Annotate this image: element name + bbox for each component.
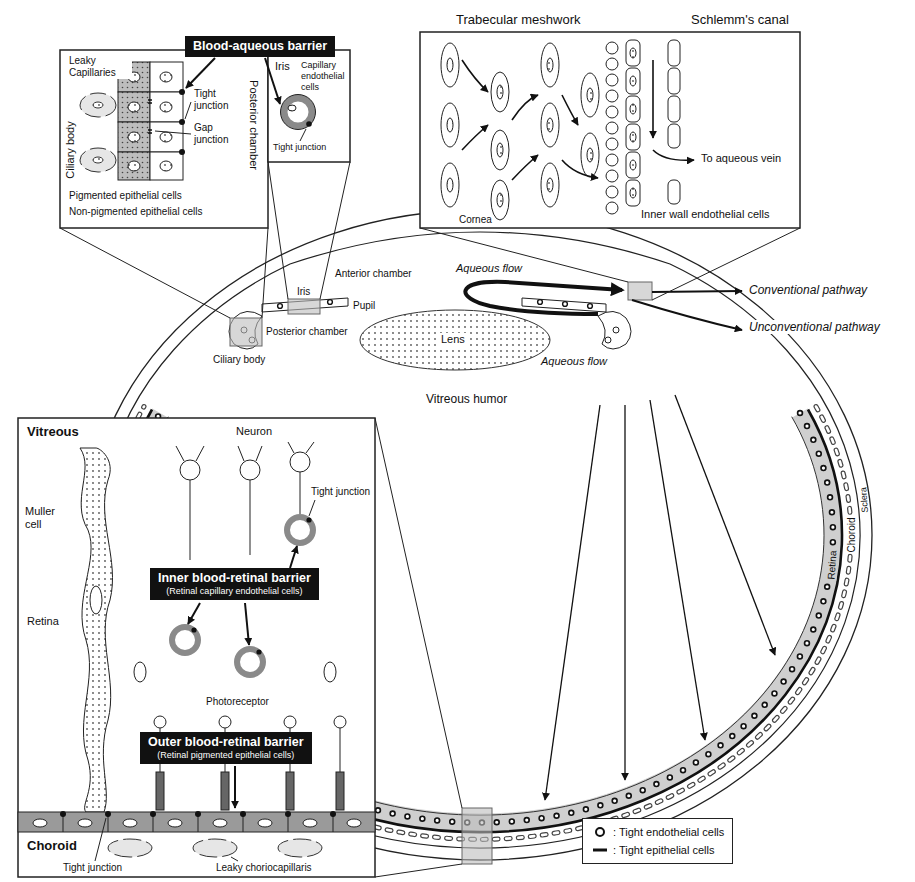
part-label: Iris <box>296 286 311 298</box>
part-label: Anterior chamber <box>334 268 413 280</box>
part-label: Neuron <box>235 425 273 438</box>
part-label: Capillary endothelial cells <box>300 60 349 93</box>
part-label: Inner wall endothelial cells <box>640 208 770 221</box>
legend-row: : Tight endothelial cells <box>591 823 724 841</box>
part-label: Schlemm's canal <box>690 12 790 27</box>
legend-box: : Tight endothelial cells : Tight epithel… <box>582 818 733 864</box>
part-label: Ciliary body <box>64 120 76 179</box>
part-label: Choroid <box>846 516 857 553</box>
part-label: Sclera <box>858 486 870 514</box>
banner-subtitle: (Retinal pigmented epithelial cells) <box>148 750 304 761</box>
part-label: Leaky choriocapillaris <box>215 862 313 874</box>
part-label: Muller cell <box>24 505 70 531</box>
part-label: Aqueous flow <box>455 262 523 275</box>
barrier-banner: Outer blood-retinal barrier(Retinal pigm… <box>140 732 312 764</box>
banner-title: Outer blood-retinal barrier <box>148 735 304 750</box>
legend-text: : Tight endothelial cells <box>613 826 724 838</box>
part-label: Tight junction <box>62 862 123 874</box>
part-label: Vitreous humor <box>425 392 508 406</box>
part-label: Ciliary body <box>212 354 266 366</box>
banner-subtitle: (Retinal capillary endothelial cells) <box>158 586 311 597</box>
barrier-banner: Blood-aqueous barrier <box>185 36 335 57</box>
part-label: Tight junction <box>310 486 374 498</box>
part-label: Posterior chamber <box>265 326 349 338</box>
part-label: To aqueous vein <box>700 152 782 165</box>
part-label: Vitreous <box>26 424 80 439</box>
part-label: Trabecular meshwork <box>455 12 582 27</box>
part-label: Unconventional pathway <box>748 320 881 334</box>
part-label: Leaky Capillaries <box>68 55 132 79</box>
banner-title: Inner blood-retinal barrier <box>158 571 311 586</box>
part-label: Non-pigmented epithelial cells <box>68 206 203 218</box>
part-label: Tight junction <box>193 88 243 112</box>
part-label: Pupil <box>352 300 376 312</box>
part-label: Tight junction <box>272 142 327 153</box>
barrier-banner: Inner blood-retinal barrier(Retinal capi… <box>150 568 319 600</box>
part-label: Choroid <box>26 838 78 853</box>
part-label: Pigmented epithelial cells <box>68 190 183 202</box>
part-label: Photoreceptor <box>205 696 270 708</box>
part-label: Posterior chamber <box>248 79 260 171</box>
legend-sample <box>591 843 609 857</box>
banner-title: Blood-aqueous barrier <box>193 39 327 54</box>
part-label: Iris <box>274 60 291 73</box>
legend-sample <box>591 825 609 839</box>
part-label: Conventional pathway <box>748 283 868 297</box>
part-label: Cornea <box>458 214 493 226</box>
legend-text: : Tight epithelial cells <box>613 844 715 856</box>
part-label: Retina <box>26 615 60 628</box>
part-label: Gap junction <box>193 122 243 146</box>
part-label: Retina <box>825 549 838 581</box>
part-label: Aqueous flow <box>540 355 608 368</box>
part-label: Lens <box>440 333 466 346</box>
legend-row: : Tight epithelial cells <box>591 841 724 859</box>
